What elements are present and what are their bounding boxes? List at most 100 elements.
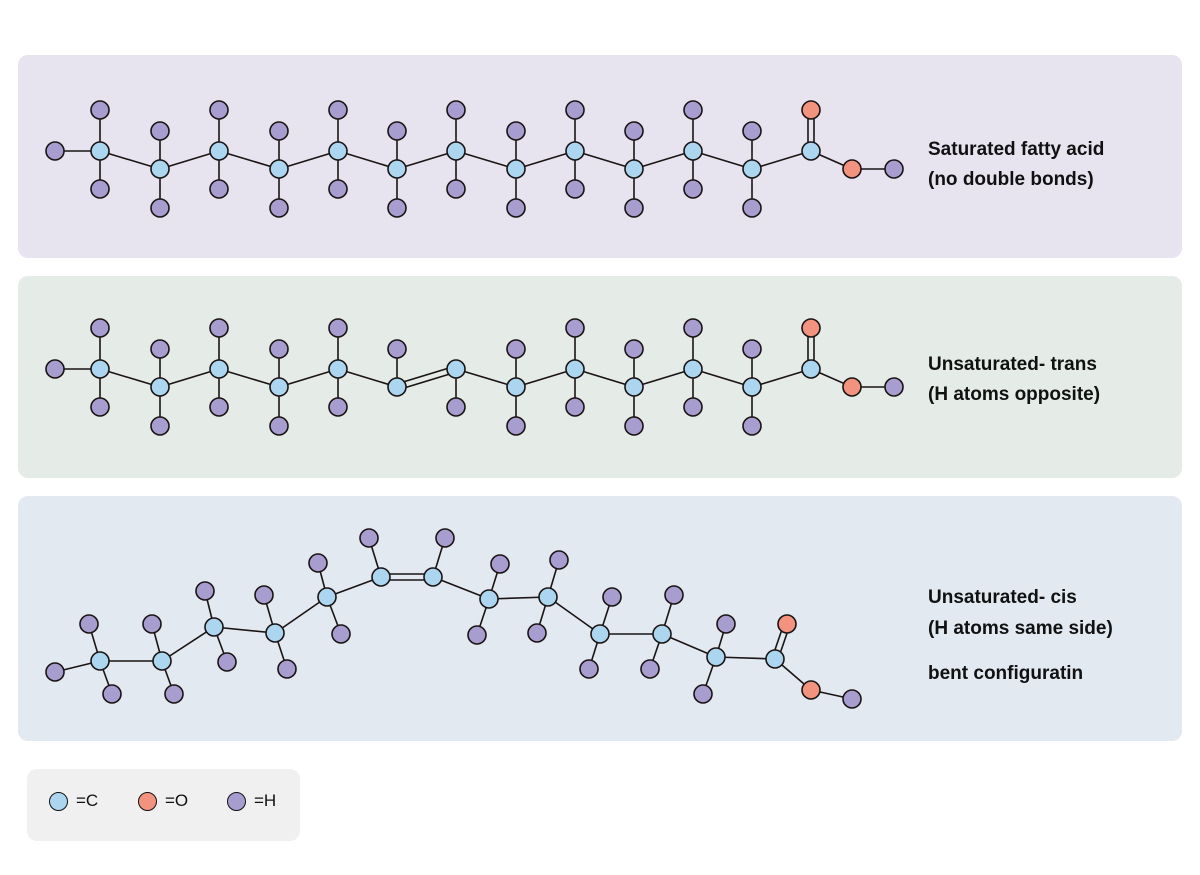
hydrogen-atom xyxy=(102,684,122,704)
legend-hydrogen-label: =H xyxy=(254,791,277,810)
saturated-title: Saturated fatty acid xyxy=(928,139,1105,160)
bond xyxy=(397,371,458,391)
hydrogen-atom xyxy=(640,659,660,679)
carbon-atom xyxy=(479,589,499,609)
hydrogen-atom xyxy=(209,179,229,199)
carbon-atom xyxy=(152,651,172,671)
hydrogen-atom xyxy=(45,359,65,379)
hydrogen-atom xyxy=(490,554,510,574)
carbon-atom xyxy=(765,649,785,669)
hydrogen-atom xyxy=(209,318,229,338)
hydrogen-atom xyxy=(624,198,644,218)
hydrogen-atom xyxy=(150,121,170,141)
oxygen-atom xyxy=(777,614,797,634)
bond xyxy=(455,368,517,388)
hydrogen-atom xyxy=(565,179,585,199)
legend: =C =O =H xyxy=(27,769,300,841)
hydrogen-atom xyxy=(467,625,487,645)
carbon-atom xyxy=(90,359,110,379)
carbon-atom xyxy=(387,159,407,179)
bond xyxy=(692,368,753,388)
hydrogen-atom xyxy=(150,416,170,436)
carbon-atom xyxy=(590,624,610,644)
carbon-atom xyxy=(742,159,762,179)
carbon-atom xyxy=(742,377,762,397)
legend-carbon: =C xyxy=(49,791,98,811)
carbon-atom xyxy=(565,359,585,379)
carbon-atom xyxy=(423,567,443,587)
carbon-atom xyxy=(446,141,466,161)
bond xyxy=(547,596,601,635)
bond xyxy=(396,150,457,170)
hydrogen-atom xyxy=(624,416,644,436)
hydrogen-atom xyxy=(90,397,110,417)
bond xyxy=(159,150,220,170)
carbon-atom xyxy=(624,377,644,397)
hydrogen-atom xyxy=(683,100,703,120)
carbon-atom xyxy=(652,624,672,644)
carbon-atom xyxy=(801,359,821,379)
carbon-atom xyxy=(209,359,229,379)
carbon-atom xyxy=(328,359,348,379)
bond xyxy=(515,150,576,170)
bond xyxy=(218,150,280,170)
oxygen-atom xyxy=(801,680,821,700)
hydrogen-atom xyxy=(328,397,348,417)
hydrogen-atom xyxy=(446,397,466,417)
hydrogen-atom xyxy=(527,623,547,643)
carbon-atom xyxy=(317,587,337,607)
hydrogen-atom xyxy=(742,339,762,359)
hydrogen-atom xyxy=(549,550,569,570)
hydrogen-atom xyxy=(579,659,599,679)
bond xyxy=(715,656,776,660)
legend-oxygen: =O xyxy=(138,791,188,811)
hydrogen-atom xyxy=(565,318,585,338)
hydrogen-atom xyxy=(217,652,237,672)
hydrogen-atom xyxy=(209,397,229,417)
carbon-atom xyxy=(506,159,526,179)
bond xyxy=(751,150,812,170)
hydrogen-atom xyxy=(150,198,170,218)
bond xyxy=(692,150,753,170)
legend-hydrogen: =H xyxy=(227,791,276,811)
hydrogen-atom xyxy=(269,339,289,359)
bond xyxy=(274,596,328,634)
oxygen-atom-icon xyxy=(138,791,157,811)
hydrogen-atom xyxy=(742,416,762,436)
hydrogen-atom xyxy=(624,121,644,141)
carbon-atom xyxy=(683,359,703,379)
carbon-atom xyxy=(624,159,644,179)
hydrogen-atom xyxy=(331,624,351,644)
cis-title: Unsaturated- cis xyxy=(928,587,1077,608)
hydrogen-atom xyxy=(506,416,526,436)
hydrogen-atom xyxy=(164,684,184,704)
hydrogen-atom xyxy=(884,159,904,179)
carbon-atom xyxy=(150,159,170,179)
carbon-atom-icon xyxy=(49,791,68,811)
bond xyxy=(278,368,339,388)
carbon-atom xyxy=(150,377,170,397)
bond xyxy=(751,368,812,388)
hydrogen-atom xyxy=(683,179,703,199)
hydrogen-atom xyxy=(716,614,736,634)
carbon-atom xyxy=(90,141,110,161)
carbon-atom xyxy=(538,587,558,607)
bond xyxy=(574,150,635,170)
carbon-atom xyxy=(506,377,526,397)
carbon-atom xyxy=(269,377,289,397)
hydrogen-atom xyxy=(683,318,703,338)
hydrogen-atom xyxy=(435,528,455,548)
hydrogen-atom xyxy=(387,339,407,359)
hydrogen-atom xyxy=(328,318,348,338)
carbon-atom xyxy=(371,567,391,587)
hydrogen-atom xyxy=(693,684,713,704)
carbon-atom xyxy=(209,141,229,161)
bond xyxy=(278,150,339,170)
cis-subtitle: (H atoms same side) xyxy=(928,618,1113,639)
hydrogen-atom xyxy=(624,339,644,359)
hydrogen-atom xyxy=(506,339,526,359)
bond xyxy=(633,150,694,170)
hydrogen-atom xyxy=(842,689,862,709)
hydrogen-atom xyxy=(742,121,762,141)
hydrogen-atom xyxy=(506,121,526,141)
